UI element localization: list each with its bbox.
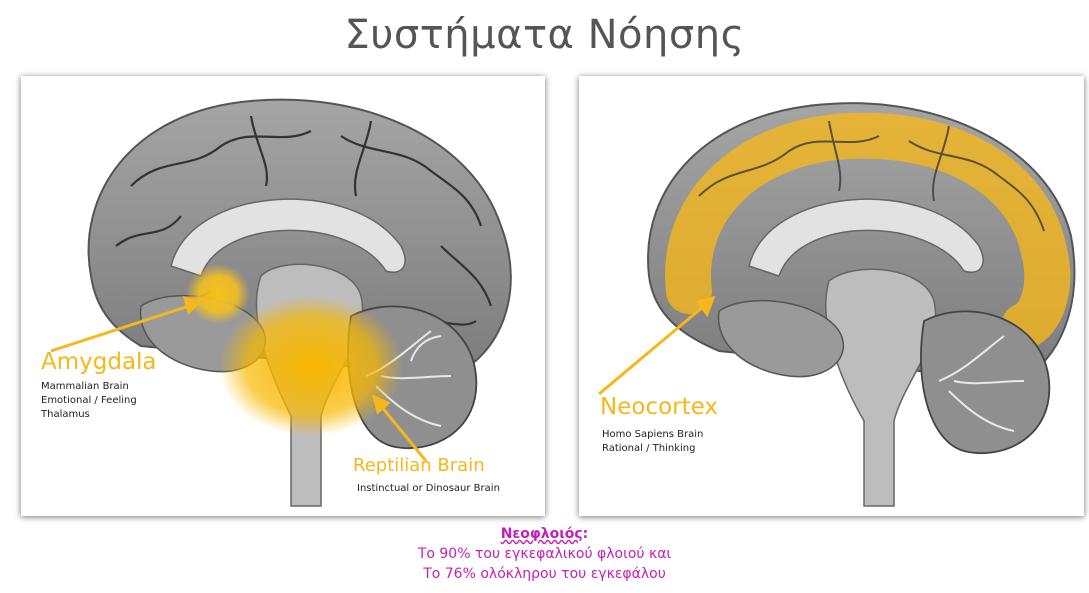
neocortex-line-1: Homo Sapiens Brain (602, 428, 703, 442)
reptilian-label: Reptilian Brain (353, 455, 485, 476)
reptilian-highlight (219, 296, 403, 436)
arrows (599, 298, 713, 394)
amygdala-line-1: Mammalian Brain (41, 380, 137, 394)
caption-line-2: Το 76% ολόκληρου του εγκεφάλου (0, 564, 1089, 584)
neocortex-line-2: Rational / Thinking (602, 442, 703, 456)
brainstem (826, 269, 936, 506)
brain-illustration-left (21, 76, 545, 516)
caption-line-1: Το 90% του εγκεφαλικού φλοιού και (0, 544, 1089, 564)
caption-heading-word: Νεοφλοιός (501, 526, 583, 542)
page-title: Συστήματα Νόησης (0, 12, 1089, 58)
reptilian-description: Instinctual or Dinosaur Brain (357, 482, 500, 496)
amygdala-label: Amygdala (41, 349, 157, 375)
brain-diagram-limbic: Amygdala Mammalian Brain Emotional / Fee… (21, 76, 545, 516)
amygdala-description: Mammalian Brain Emotional / Feeling Thal… (41, 380, 137, 422)
brain-diagram-neocortex: Neocortex Homo Sapiens Brain Rational / … (579, 76, 1084, 516)
neocortex-description: Homo Sapiens Brain Rational / Thinking (602, 428, 703, 456)
amygdala-line-2: Emotional / Feeling (41, 394, 137, 408)
caption-heading: Νεοφλοιός: (0, 524, 1089, 544)
reptilian-line-1: Instinctual or Dinosaur Brain (357, 482, 500, 496)
caption: Νεοφλοιός: Το 90% του εγκεφαλικού φλοιού… (0, 524, 1089, 584)
neocortex-label: Neocortex (600, 394, 718, 420)
amygdala-highlight (186, 264, 250, 324)
amygdala-line-3: Thalamus (41, 408, 137, 422)
caption-heading-colon: : (583, 526, 589, 542)
